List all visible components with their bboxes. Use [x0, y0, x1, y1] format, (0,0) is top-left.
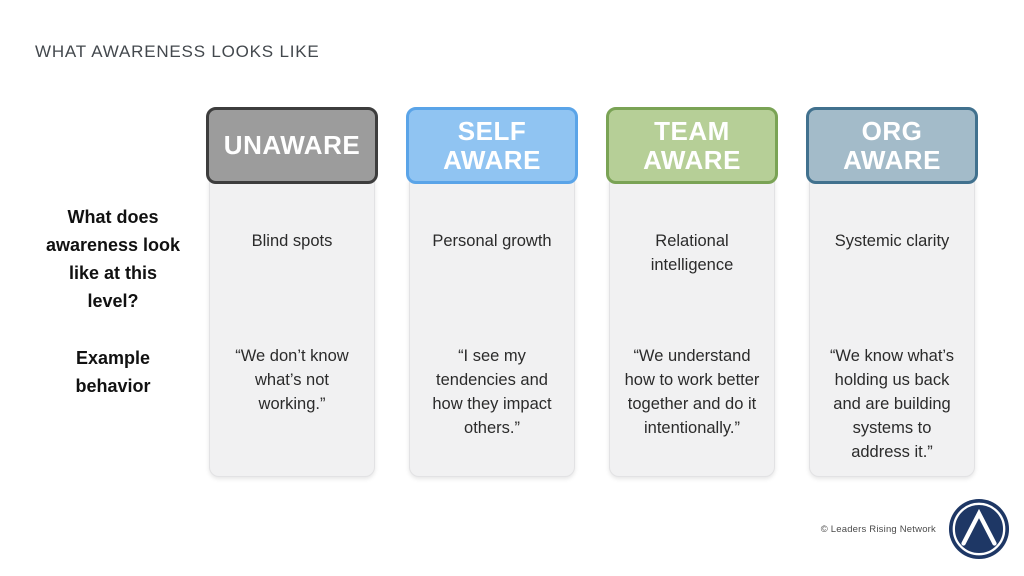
- column-header-unaware: UNAWARE: [206, 107, 378, 184]
- column-header-org-aware: ORG AWARE: [806, 107, 978, 184]
- column-team-aware: TEAM AWARE Relational intelligence “We u…: [606, 107, 778, 477]
- level-description: Blind spots: [251, 232, 333, 250]
- example-behavior-quote: “We understand how to work better togeth…: [624, 347, 760, 437]
- column-body: [209, 173, 375, 477]
- column-header-team-aware: TEAM AWARE: [606, 107, 778, 184]
- awareness-columns: UNAWARE Blind spots “We don’t know what’…: [206, 107, 978, 477]
- level-description: Personal growth: [432, 232, 552, 250]
- example-behavior-quote: “We don’t know what’s not working.”: [235, 347, 349, 413]
- level-description: Systemic clarity: [834, 232, 950, 250]
- column-body: [609, 173, 775, 477]
- column-body: [809, 173, 975, 477]
- level-description: Relational intelligence: [650, 232, 734, 274]
- example-behavior-quote: “We know what’s holding us back and are …: [829, 347, 955, 461]
- logo-ring: [952, 502, 1006, 556]
- column-unaware: UNAWARE Blind spots “We don’t know what’…: [206, 107, 378, 477]
- copyright-text: © Leaders Rising Network: [820, 524, 936, 535]
- example-behavior-quote: “I see my tendencies and how they impact…: [432, 347, 552, 437]
- row-label-example-behavior: Example behavior: [75, 348, 151, 396]
- logo-caret-icon: [961, 508, 997, 546]
- page-title: WHAT AWARENESS LOOKS LIKE: [35, 42, 320, 61]
- column-body: [409, 173, 575, 477]
- column-self-aware: SELF AWARE Personal growth “I see my ten…: [406, 107, 578, 477]
- logo-circle: [948, 498, 1010, 560]
- leaders-rising-network-logo-icon: [948, 498, 1010, 560]
- column-org-aware: ORG AWARE Systemic clarity “We know what…: [806, 107, 978, 477]
- row-label-level-question: What does awareness look like at this le…: [45, 207, 181, 311]
- column-header-self-aware: SELF AWARE: [406, 107, 578, 184]
